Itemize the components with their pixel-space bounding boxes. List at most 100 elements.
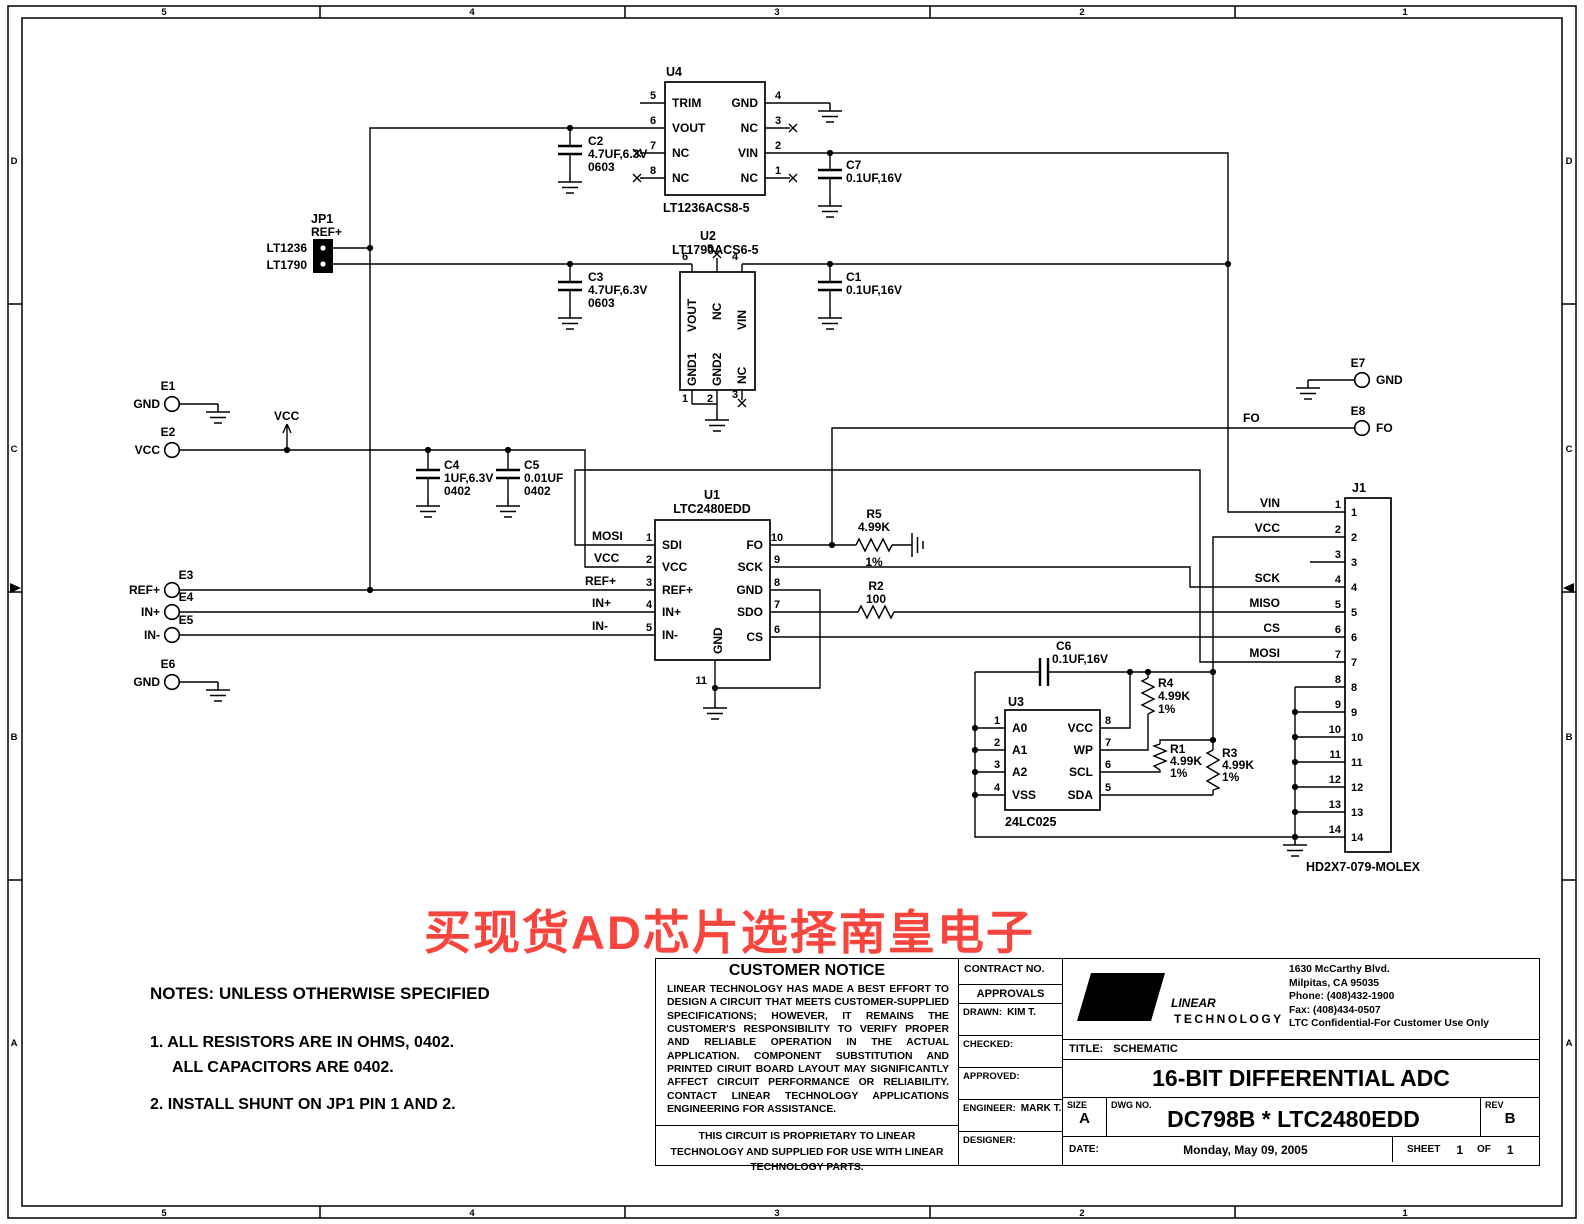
zone-col: 3 — [774, 7, 779, 18]
jp1-option: LT1790 — [267, 258, 308, 272]
c4-ref: C4 — [444, 458, 460, 472]
pin-number: 12 — [1329, 774, 1341, 786]
pin-number: 4 — [1351, 582, 1358, 594]
pin-number: 5 — [707, 243, 713, 255]
pin-name: REF+ — [662, 583, 693, 597]
e8-ref: E8 — [1351, 404, 1366, 418]
ground-icon — [205, 403, 231, 424]
pin-name: IN- — [662, 628, 678, 642]
pin-number: 3 — [775, 115, 781, 127]
pin-name: A2 — [1012, 765, 1028, 779]
r1-ref: R1 — [1170, 742, 1186, 756]
pin-number: 14 — [1329, 824, 1342, 836]
zone-row: D — [1566, 156, 1573, 167]
pin-number: 4 — [775, 90, 782, 102]
e6-net: GND — [133, 675, 160, 689]
schematic-wires — [180, 102, 1354, 838]
zone-col: 2 — [1079, 7, 1084, 18]
pin-number: 2 — [1335, 524, 1341, 536]
dwg-label: DWG NO. — [1111, 1100, 1152, 1110]
brand-linear: LINEAR — [1171, 996, 1216, 1010]
sheet-value: 1 — [1456, 1142, 1464, 1157]
pin-number: 1 — [646, 532, 652, 544]
pin-number: 1 — [1351, 507, 1357, 519]
pin-name: GND — [736, 583, 763, 597]
approval-row: DESIGNER: — [959, 1132, 1062, 1164]
zone-labels: 5 4 3 2 1 5 4 3 2 1 D C B A D C B A — [11, 7, 1573, 1219]
zone-col: 4 — [469, 7, 475, 18]
pin-name: VSS — [1012, 788, 1036, 802]
terminal-e6 — [163, 673, 181, 691]
of-value: 1 — [1506, 1142, 1514, 1157]
terminal-circles — [163, 371, 1371, 691]
zone-col: 1 — [1402, 7, 1408, 18]
capacitor-plates — [416, 144, 1050, 686]
approval-row: DRAWN:KIM T. — [959, 1004, 1062, 1036]
pin-number: 11 — [1329, 749, 1341, 761]
customer-notice-title: CUSTOMER NOTICE — [728, 962, 886, 979]
pin-name: GND2 — [710, 352, 724, 386]
pin-number: 3 — [994, 759, 1000, 771]
pin-number: 10 — [771, 532, 783, 544]
dwg-number: DC798B * LTC2480EDD — [1167, 1106, 1420, 1132]
u4-labels: U4 LT1236ACS8-5 TRIM VOUT NC NC 5 6 7 8 … — [650, 65, 782, 215]
nc-icon — [788, 123, 798, 133]
u1-ref: U1 — [704, 488, 720, 502]
c3-size: 0603 — [588, 296, 615, 310]
contract-no-label: CONTRACT NO. — [959, 959, 1062, 985]
pin-name: VIN — [735, 310, 749, 330]
title-row: TITLE:SCHEMATIC — [1063, 1039, 1539, 1060]
drawing-row: SIZE A DWG NO. DC798B * LTC2480EDD REV B — [1063, 1097, 1539, 1137]
pin-name: VIN — [738, 146, 758, 160]
r1-tol: 1% — [1170, 766, 1188, 780]
c6-value: 0.1UF,16V — [1052, 652, 1108, 666]
pin-number: 2 — [994, 737, 1000, 749]
r1-value: 4.99K — [1170, 754, 1202, 768]
r4-value: 4.99K — [1158, 689, 1190, 703]
zone-row: C — [1566, 444, 1573, 455]
e7-net: GND — [1376, 373, 1403, 387]
net-label-mosi: MOSI — [592, 529, 623, 543]
pin-name: NC — [672, 146, 690, 160]
junction-dots — [283, 124, 1299, 841]
address-line: Phone: (408)432-1900 — [1289, 991, 1395, 1003]
resistor-r5 — [855, 537, 893, 553]
address-line: Milpitas, CA 95035 — [1289, 977, 1380, 989]
u2-body — [679, 271, 756, 391]
net-label-vcc: VCC — [594, 551, 620, 565]
proprietary-notice: THIS CIRCUIT IS PROPRIETARY TO LINEAR TE… — [656, 1125, 958, 1176]
c1-value: 0.1UF,16V — [846, 283, 902, 297]
pin-number: 12 — [1351, 782, 1363, 794]
terminal-e5 — [163, 626, 181, 644]
fold-arrow-right — [1563, 583, 1574, 593]
e8-net: FO — [1376, 421, 1393, 435]
sheet-border: 5 4 3 2 1 5 4 3 2 1 D C B A D C B A — [7, 5, 1577, 1219]
pin-name: VOUT — [672, 121, 706, 135]
pin-number: 10 — [1329, 724, 1341, 736]
pin-name: NC — [735, 366, 749, 384]
approval-label: DRAWN: — [963, 1007, 1003, 1018]
terminal-e8 — [1353, 419, 1371, 437]
u3-labels: U3 24LC025 A0 A1 A2 VSS 1 2 3 4 VCC WP S… — [994, 695, 1111, 829]
pin-number: 7 — [1351, 657, 1357, 669]
brand-row: LT LINEAR TECHNOLOGY 1630 McCarthy Blvd.… — [1063, 959, 1539, 1039]
c2-value: 4.7UF,6.3V — [588, 147, 647, 161]
pin-number: 4 — [1335, 574, 1342, 586]
c2-size: 0603 — [588, 160, 615, 174]
c3-ref: C3 — [588, 270, 604, 284]
r2-ref: R2 — [868, 579, 884, 593]
net-label-in-minus: IN- — [592, 619, 608, 633]
nc-icon — [788, 173, 798, 183]
note-item: 1. ALL RESISTORS ARE IN OHMS, 0402. — [150, 1034, 455, 1051]
pin-number: 8 — [650, 165, 656, 177]
terminal-e7 — [1353, 371, 1371, 389]
size-label: SIZE — [1067, 1100, 1088, 1110]
pin-number: 5 — [650, 90, 656, 102]
pin-number: 2 — [707, 393, 713, 405]
pin-name: VOUT — [685, 298, 699, 332]
pin-number: 14 — [1351, 832, 1364, 844]
pin-number: 1 — [682, 393, 688, 405]
pin-name: CS — [746, 630, 763, 644]
address-line: LTC Confidential-For Customer Use Only — [1289, 1018, 1490, 1030]
zone-row: D — [11, 156, 18, 167]
